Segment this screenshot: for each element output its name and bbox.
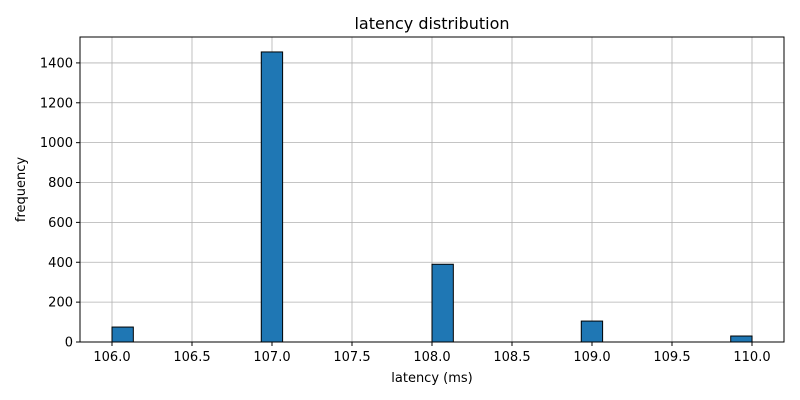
x-tick-label: 109.0 (573, 350, 610, 365)
x-tick-label: 108.5 (493, 350, 530, 365)
x-axis-label: latency (ms) (391, 371, 472, 386)
x-tick-label: 107.0 (253, 350, 290, 365)
x-tick-label: 109.5 (653, 350, 690, 365)
histogram-bar (111, 326, 134, 343)
y-tick-label: 600 (48, 216, 73, 231)
histogram-bar (580, 320, 604, 343)
y-tick-label: 800 (48, 176, 73, 191)
x-tick-label: 106.5 (173, 350, 210, 365)
x-tick-label: 110.0 (733, 350, 770, 365)
y-tick-label: 1200 (40, 96, 73, 111)
x-tick-label: 108.0 (413, 350, 450, 365)
y-tick-label: 1000 (40, 136, 73, 151)
histogram-bar (431, 263, 454, 343)
y-tick-label: 1400 (40, 56, 73, 71)
x-axis-ticks: 106.0 106.5 107.0 107.5 108.0 108.5 109.0 109.5… (93, 342, 771, 365)
histogram-bar (730, 335, 753, 343)
y-axis-ticks: 0 200 400 600 800 1000 1200 1400 (40, 56, 80, 351)
y-tick-label: 0 (65, 336, 73, 351)
histogram-bar (260, 51, 284, 343)
x-tick-label: 106.0 (93, 350, 130, 365)
chart-title: latency distribution (354, 14, 509, 33)
x-tick-label: 107.5 (333, 350, 370, 365)
y-axis-label: frequency (14, 157, 29, 223)
y-tick-label: 400 (48, 256, 73, 271)
y-tick-label: 200 (48, 296, 73, 311)
